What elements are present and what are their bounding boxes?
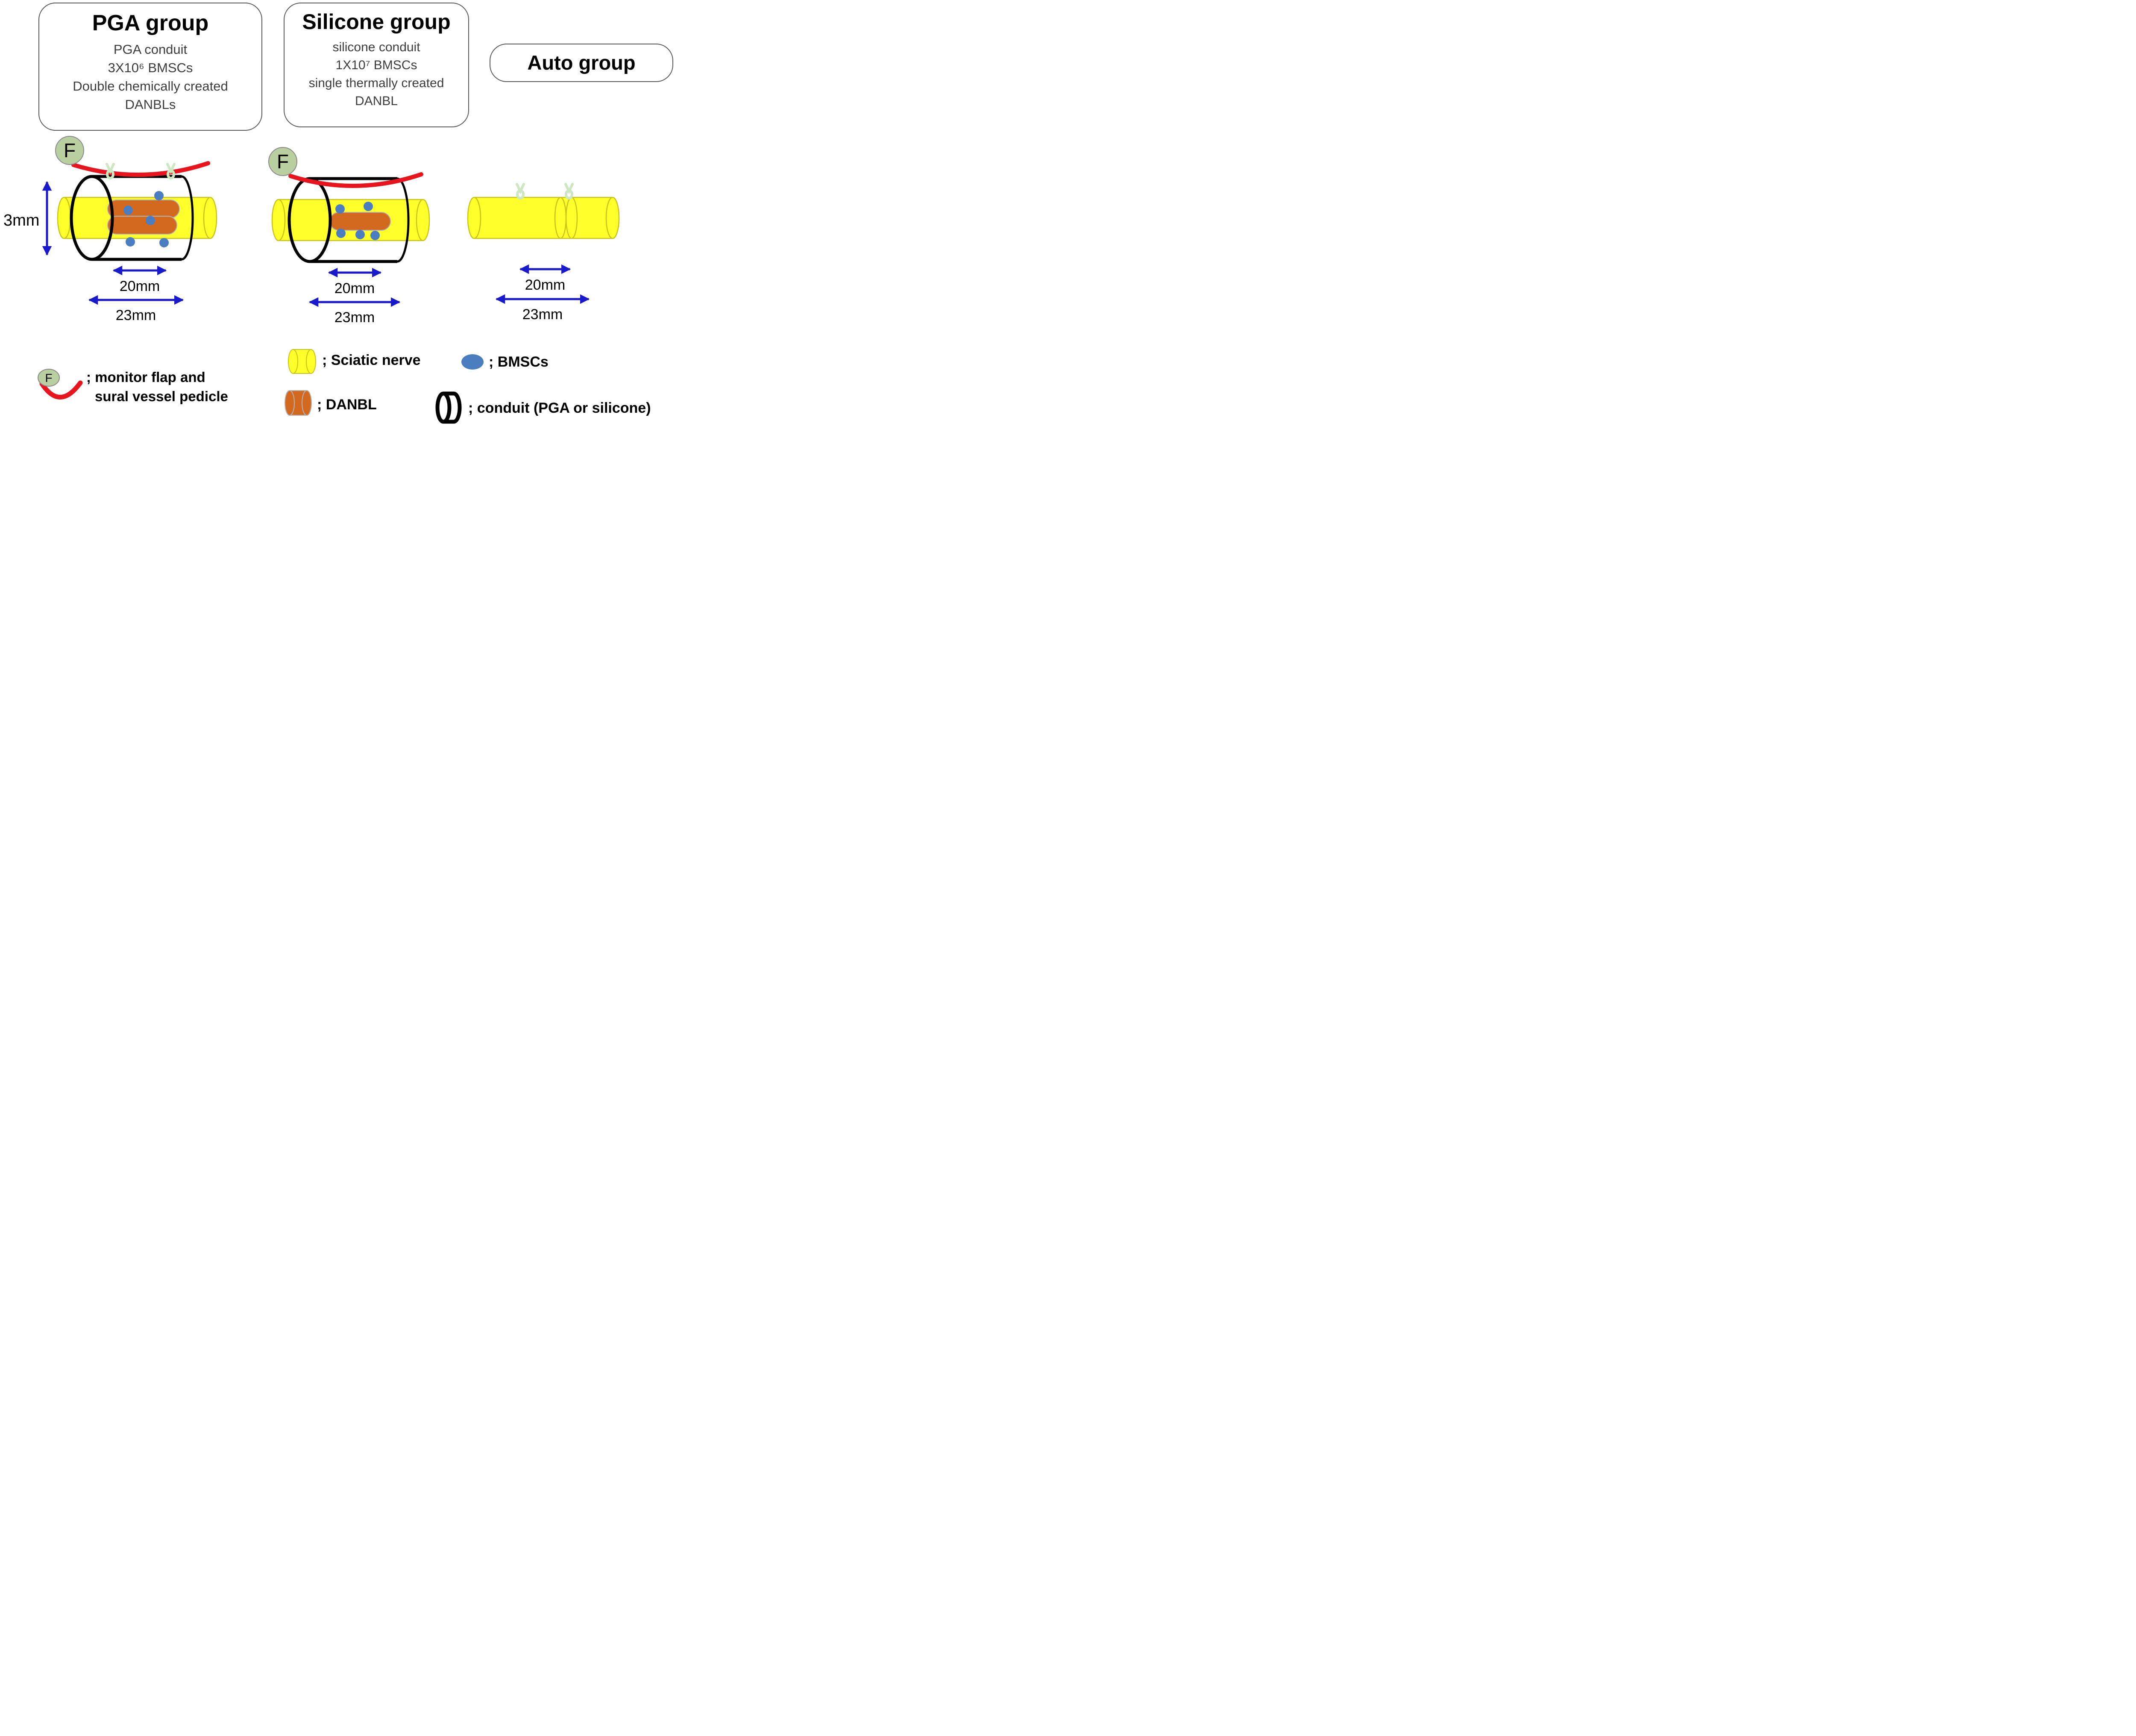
bmsc-dot	[123, 206, 133, 215]
pga-group-line: DANBLs	[125, 97, 176, 112]
pga-group-line: PGA conduit	[113, 42, 188, 57]
dim-label-20mm: 20mm	[525, 277, 565, 293]
pga-bmsc-dots	[123, 191, 169, 247]
diameter-label: 3mm	[3, 211, 39, 229]
silicone-conduit	[288, 177, 410, 263]
pga-group-line: Double chemically created	[73, 79, 228, 94]
silicone-monitor-flap-vessel	[288, 172, 423, 188]
pga-group-line: 3X10⁶ BMSCs	[108, 60, 193, 75]
dim-label-23mm: 23mm	[116, 307, 156, 323]
bmsc-dot	[154, 191, 164, 200]
nerve-left-cap	[271, 199, 286, 241]
conduit-right-rim	[397, 177, 410, 263]
conduit-left-rim	[288, 177, 332, 263]
pga-danbl-rods	[107, 200, 180, 235]
nerve-right-cap	[203, 197, 217, 239]
nerve-right-cap	[605, 197, 620, 239]
conduit-right-rim	[181, 175, 194, 261]
silicone-flap-marker: F	[268, 147, 297, 176]
legend-flap-line1: ; monitor flap and	[86, 369, 205, 385]
conduit-left-rim	[435, 391, 452, 424]
flap-letter: F	[45, 371, 52, 385]
bmsc-dot	[335, 204, 345, 214]
silicone-danbl-rod	[329, 212, 391, 231]
danbl-rod	[107, 200, 180, 218]
auto-diagram: 20mm 23mm	[467, 183, 620, 323]
legend-conduit-label: ; conduit (PGA or silicone)	[468, 400, 651, 416]
legend-bmsc-icon	[461, 354, 484, 370]
danbl-rod	[107, 216, 177, 235]
pga-flap-marker: F	[55, 136, 84, 165]
pga-dimensions: 20mm 23mm	[88, 265, 184, 323]
auto-sciatic-nerve	[467, 197, 620, 239]
silicone-group-line: single thermally created	[308, 76, 444, 90]
bmsc-dot	[355, 230, 365, 239]
nerve-body	[474, 197, 613, 238]
nerve-left-cap	[288, 349, 298, 374]
flap-circle	[268, 147, 297, 176]
silicone-group-line: 1X10⁷ BMSCs	[335, 58, 417, 72]
bmsc-dot	[126, 237, 135, 247]
legend-flap-line2: sural vessel pedicle	[95, 388, 228, 404]
nerve-left-cap	[467, 197, 481, 239]
danbl-left-cap	[285, 390, 295, 416]
bmsc-dot	[364, 202, 373, 211]
pga-diagram: F 20mm 23mm	[55, 136, 217, 323]
legend-bmsc-label: ; BMSCs	[489, 354, 549, 370]
silicone-group-line: DANBL	[355, 94, 398, 108]
suture-icon	[106, 169, 114, 179]
dim-label-23mm: 23mm	[522, 306, 563, 323]
pga-monitor-flap-vessel	[71, 161, 210, 177]
silicone-group-line: silicone conduit	[332, 40, 420, 54]
pga-group-title: PGA group	[92, 11, 209, 35]
silicone-group-box: Silicone group silicone conduit 1X10⁷ BM…	[284, 3, 469, 127]
auto-dimensions: 20mm 23mm	[495, 264, 590, 323]
conduit-body	[443, 391, 462, 424]
auto-group-title: Auto group	[527, 51, 636, 74]
danbl-right-cap	[302, 390, 312, 416]
auto-group-box: Auto group	[490, 44, 673, 82]
legend-flap-icon: F	[38, 369, 83, 399]
pga-group-box: PGA group PGA conduit 3X10⁶ BMSCs Double…	[38, 3, 262, 131]
dim-label-20mm: 20mm	[334, 280, 375, 297]
flap-circle	[38, 369, 60, 387]
figure-root: 3mm	[0, 0, 680, 434]
nerve-right-cap	[306, 349, 316, 374]
nerve-left-cap	[57, 197, 71, 239]
legend-danbl-icon	[285, 390, 312, 416]
silicone-dimensions: 20mm 23mm	[308, 267, 401, 326]
dim-label-20mm: 20mm	[120, 278, 160, 294]
bmsc-dot	[336, 229, 346, 238]
flap-letter: F	[64, 139, 76, 162]
bmsc-dot	[159, 238, 169, 247]
diameter-dimension: 3mm	[3, 181, 52, 256]
silicone-bmsc-dots	[335, 202, 380, 240]
conduit-left-rim	[70, 175, 114, 261]
suture-icon	[167, 169, 175, 179]
diagram-layer: 3mm	[3, 136, 620, 424]
suture-icon	[516, 189, 525, 200]
legend-danbl-label: ; DANBL	[317, 397, 377, 413]
dim-label-23mm: 23mm	[334, 309, 375, 326]
legend-conduit-icon	[435, 391, 462, 424]
legend-sciatic-nerve-icon	[288, 349, 316, 374]
nerve-right-cap	[416, 199, 430, 241]
flap-vessel-curve	[39, 380, 83, 399]
pga-sutures	[106, 163, 176, 179]
suture-icon	[565, 189, 573, 200]
flap-circle	[55, 136, 84, 165]
flap-letter: F	[277, 150, 289, 173]
auto-sutures	[516, 183, 574, 200]
bmsc-dot	[370, 231, 380, 240]
silicone-group-title: Silicone group	[302, 10, 451, 34]
bmsc-dot	[146, 216, 155, 225]
legend-sciatic-label: ; Sciatic nerve	[322, 352, 421, 368]
legend-flap-label: ; monitor flap and sural vessel pedicle	[86, 367, 228, 406]
silicone-diagram: F 20mm 23mm	[268, 147, 430, 326]
